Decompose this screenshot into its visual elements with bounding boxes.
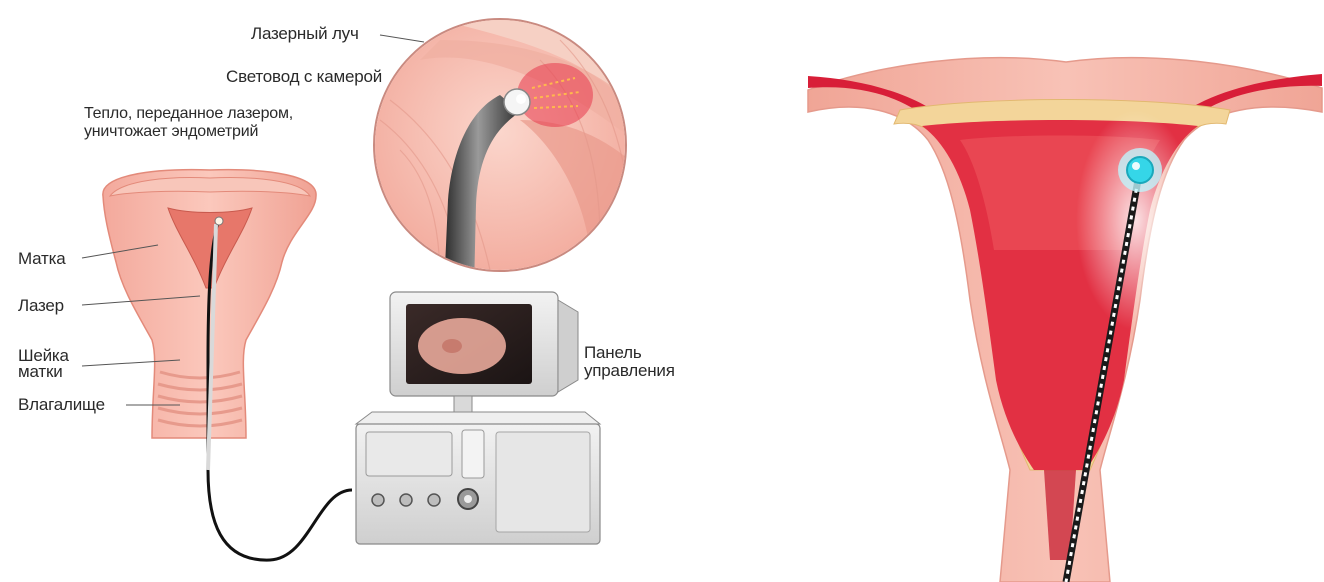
- label-cervix-line2: матки: [18, 363, 63, 380]
- ablation-probe-tip: [1127, 157, 1153, 183]
- label-laser: Лазер: [18, 297, 64, 314]
- knob-2[interactable]: [400, 494, 412, 506]
- console-left-panel: [366, 432, 452, 476]
- console-right-panel: [496, 432, 590, 532]
- console-top: [356, 412, 600, 424]
- left-uterus-diagram: [103, 170, 352, 560]
- ablation-glow: [1076, 110, 1196, 330]
- console-slot: [462, 430, 484, 478]
- laser-console[interactable]: [356, 292, 600, 544]
- label-light-guide: Световод с камерой: [226, 68, 382, 85]
- knob-3[interactable]: [428, 494, 440, 506]
- label-laser-beam: Лазерный луч: [251, 25, 359, 42]
- label-uterus: Матка: [18, 250, 66, 267]
- fiber-tip: [215, 217, 223, 225]
- label-panel-line1: Панель: [584, 344, 642, 361]
- label-heat-line2: уничтожает эндометрий: [84, 124, 258, 140]
- knob-1[interactable]: [372, 494, 384, 506]
- label-heat-line1: Тепло, переданное лазером,: [84, 106, 293, 122]
- label-panel-line2: управления: [584, 362, 675, 379]
- zoom-magnifier: [370, 15, 640, 300]
- right-uterus-diagram: [808, 58, 1322, 582]
- label-vagina: Влагалище: [18, 396, 105, 413]
